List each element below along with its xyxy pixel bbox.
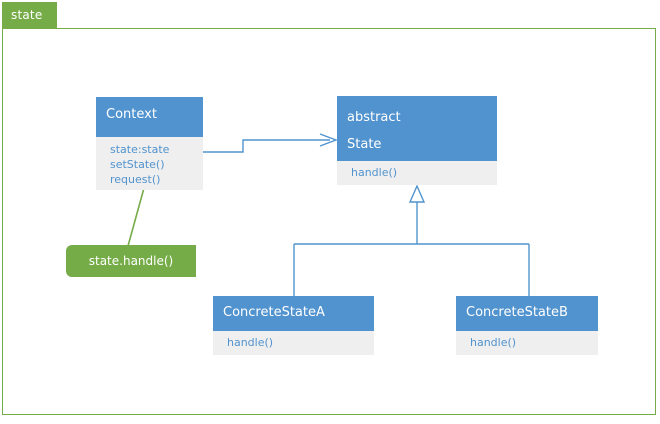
class-box-concrete-state-b[interactable]: ConcreteStateB handle() bbox=[456, 296, 598, 355]
class-header-concrete-state-a: ConcreteStateA bbox=[213, 296, 374, 331]
class-member: handle() bbox=[351, 166, 398, 179]
class-members-state: handle() bbox=[337, 161, 497, 185]
class-member: handle() bbox=[227, 336, 274, 349]
diagram-tab-state[interactable]: state bbox=[2, 2, 57, 29]
class-stereotype-state: abstract bbox=[347, 110, 401, 125]
class-member: setState() bbox=[110, 158, 165, 171]
note-label: state.handle() bbox=[88, 254, 174, 268]
class-member: handle() bbox=[470, 336, 517, 349]
class-member: request() bbox=[110, 173, 161, 186]
class-members-concrete-state-b: handle() bbox=[456, 331, 598, 355]
class-name-state: State bbox=[347, 137, 382, 152]
class-header-concrete-state-b: ConcreteStateB bbox=[456, 296, 598, 331]
note-state-handle[interactable]: state.handle() bbox=[66, 245, 196, 277]
class-member: state:state bbox=[110, 143, 170, 156]
class-header-state: abstract State bbox=[337, 96, 497, 161]
diagram-frame bbox=[2, 28, 656, 415]
class-members-concrete-state-a: handle() bbox=[213, 331, 374, 355]
class-name-concrete-state-a: ConcreteStateA bbox=[223, 305, 325, 320]
class-members-context: state:state setState() request() bbox=[96, 137, 203, 190]
class-box-context[interactable]: Context state:state setState() request() bbox=[96, 97, 203, 190]
class-name-concrete-state-b: ConcreteStateB bbox=[466, 305, 568, 320]
class-box-concrete-state-a[interactable]: ConcreteStateA handle() bbox=[213, 296, 374, 355]
class-name-context: Context bbox=[106, 107, 157, 122]
diagram-tab-label: state bbox=[11, 8, 43, 22]
class-header-context: Context bbox=[96, 97, 203, 137]
class-box-state[interactable]: abstract State handle() bbox=[337, 96, 497, 185]
